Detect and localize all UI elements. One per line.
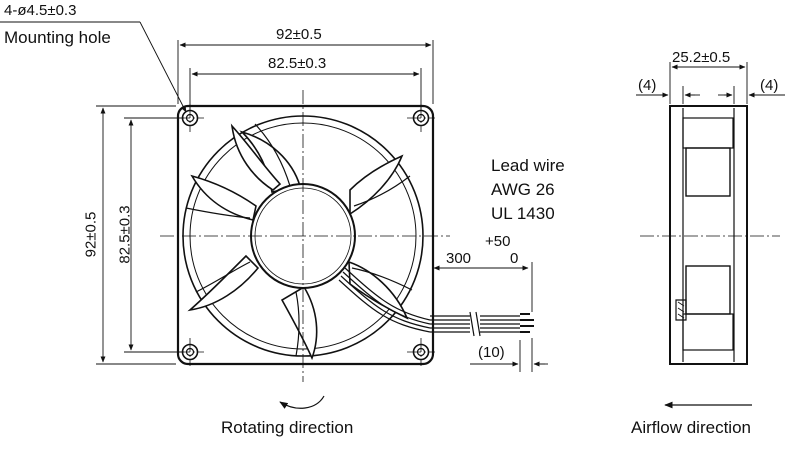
fan-frame bbox=[176, 104, 435, 366]
lead-wire-line-3: UL 1430 bbox=[491, 204, 555, 223]
hole-pitch-width-dim: 82.5±0.3 bbox=[268, 55, 327, 72]
side-left-inset-dim: (4) bbox=[638, 77, 657, 94]
overall-width-dim: 92±0.5 bbox=[276, 26, 322, 43]
hole-pitch-height-dim: 82.5±0.3 bbox=[116, 205, 134, 264]
front-view bbox=[0, 21, 548, 409]
fan-blades bbox=[187, 123, 409, 361]
rotation-arrow bbox=[279, 395, 325, 409]
side-frame bbox=[669, 105, 748, 365]
side-right-inset-dim: (4) bbox=[760, 77, 779, 94]
lead-wire bbox=[430, 311, 534, 337]
lead-tolerance-upper: +50 bbox=[485, 233, 511, 250]
overall-height-dim: 92±0.5 bbox=[82, 211, 100, 258]
lead-wire-line-1: Lead wire bbox=[491, 156, 565, 175]
airflow-direction-label: Airflow direction bbox=[631, 418, 751, 437]
lead-tolerance-lower: 0 bbox=[510, 250, 519, 267]
rotating-direction-label: Rotating direction bbox=[221, 418, 354, 437]
side-view bbox=[636, 62, 785, 409]
mounting-hole-spec: 4-ø4.5±0.3 bbox=[4, 2, 77, 19]
lead-length-dim: 300 bbox=[446, 250, 472, 267]
strip-length-dim: (10) bbox=[478, 344, 505, 361]
side-depth-dim: 25.2±0.5 bbox=[672, 49, 731, 66]
lead-wire-line-2: AWG 26 bbox=[491, 180, 555, 199]
mounting-hole-label: Mounting hole bbox=[4, 28, 111, 47]
